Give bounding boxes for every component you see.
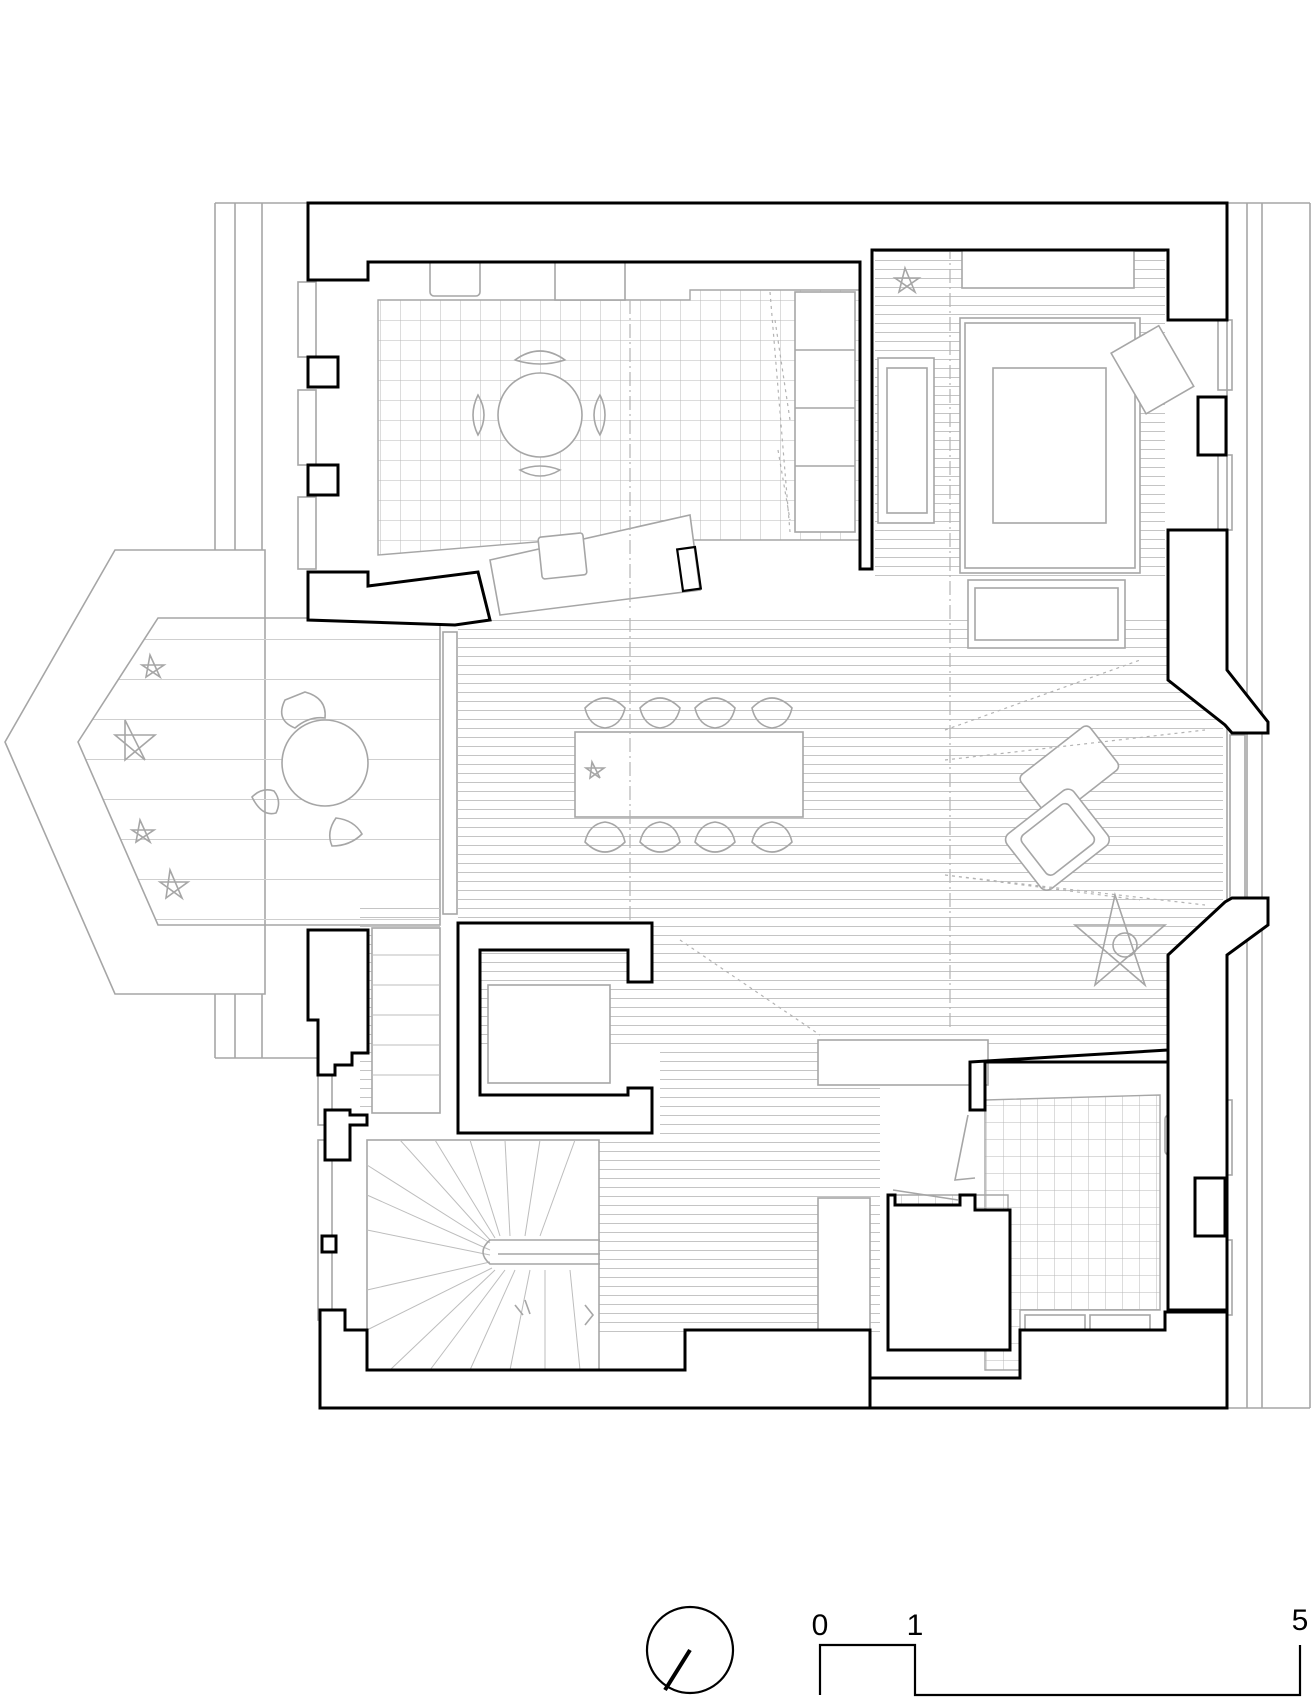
scale-label-1: 1 — [907, 1609, 924, 1642]
kitchen-tiles — [377, 289, 861, 556]
terrace — [4, 549, 441, 995]
plant-icon — [892, 265, 922, 295]
plant-icon — [112, 652, 191, 901]
walls — [306, 201, 1270, 1410]
shaft-interior — [487, 984, 611, 1084]
scale-bar: 0 1 5 — [812, 1604, 1309, 1697]
lounge-area — [679, 659, 1206, 1036]
plant-icon — [1072, 892, 1168, 988]
living-furniture — [877, 245, 1195, 1030]
north-arrow-icon — [645, 1605, 735, 1695]
dining-table — [574, 618, 804, 935]
kitchen-furniture — [429, 251, 856, 616]
dining-table-round — [472, 350, 606, 477]
terrace-table — [251, 691, 369, 847]
scale-label-0: 0 — [812, 1609, 829, 1642]
scale-label-5: 5 — [1292, 1604, 1309, 1637]
